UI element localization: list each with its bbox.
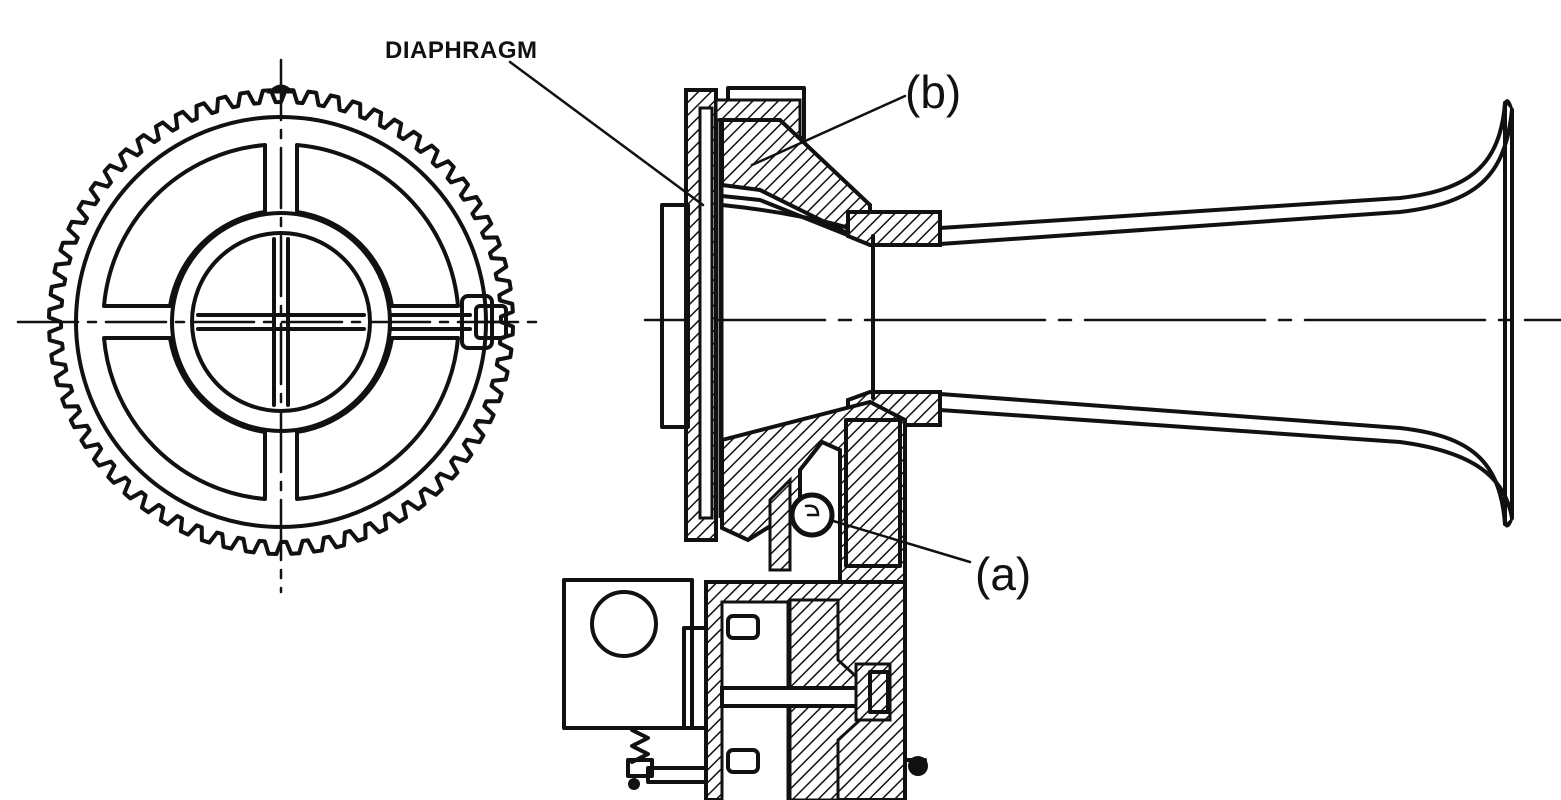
control-box-port: [590, 590, 658, 658]
diaphragm-housing: [660, 86, 806, 542]
clamp-bolt: [460, 294, 508, 350]
hub-inner-ring: [190, 231, 372, 413]
section-view: [562, 86, 1561, 800]
quadrant-window: [295, 336, 460, 501]
lower-valve-assembly: [704, 580, 928, 800]
toothed-outer-ring: [47, 88, 515, 556]
quadrant-windows: [102, 143, 460, 501]
b-leader-line: [750, 94, 907, 167]
top-index-mark: [266, 84, 296, 94]
control-box: [562, 578, 708, 790]
diaphragm-leader-line: [508, 60, 705, 207]
diaphragm-label: DIAPHRAGM: [385, 37, 538, 64]
control-spring: [630, 728, 650, 764]
label-a: (a): [975, 548, 1031, 600]
callouts: DIAPHRAGM (b) (a): [385, 37, 1031, 600]
quadrant-window: [295, 143, 460, 308]
horn-coupling: [846, 210, 942, 427]
quadrant-window: [102, 336, 267, 501]
chamber-b-inner-wall: [720, 194, 852, 238]
valve-body: [720, 399, 907, 594]
quadrant-window: [102, 143, 267, 308]
label-b: (b): [905, 66, 961, 118]
horn-bell: [938, 99, 1514, 528]
hub-outer-ring: [170, 211, 392, 433]
drain-plug: [908, 756, 928, 776]
front-view: [16, 58, 542, 594]
cross-spokes: [196, 237, 472, 407]
a-leader-line: [828, 518, 972, 564]
